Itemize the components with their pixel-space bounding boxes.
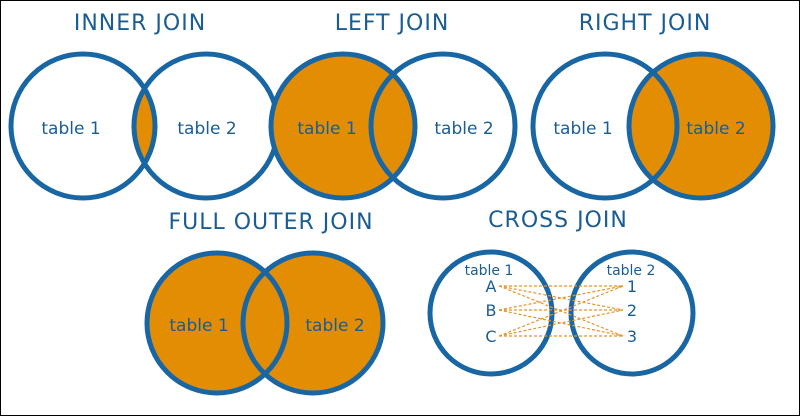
cross-left-row-1: B — [486, 301, 497, 320]
left-table1-label: table 1 — [297, 119, 356, 139]
full-outer-join-title: FULL OUTER JOIN — [168, 210, 374, 235]
right-table1-label: table 1 — [553, 119, 612, 139]
full-table2-label: table 2 — [305, 316, 364, 336]
cross-right-row-1: 2 — [627, 301, 637, 320]
full-left-outline — [144, 250, 290, 396]
left-join-venn: table 1 table 2 — [268, 51, 518, 201]
inner-table2-label: table 2 — [177, 119, 236, 139]
inner-join-venn: table 1 table 2 — [8, 51, 281, 201]
cross-right-row-2: 3 — [627, 327, 637, 346]
left-left-outline — [268, 51, 418, 201]
cross-line-2-0 — [498, 285, 624, 337]
inner-join-title: INNER JOIN — [73, 11, 207, 36]
cross-line-0-1 — [498, 285, 624, 311]
cross-left-row-2: C — [485, 327, 496, 346]
right-right-outline — [626, 51, 776, 201]
cross-row-labels: ABC 1 2 3 — [485, 277, 637, 346]
cross-left-row-0: A — [486, 277, 497, 296]
left-right-outline — [368, 51, 518, 201]
inner-left-outline — [8, 51, 158, 201]
cross-line-2-1 — [498, 309, 624, 337]
cross-join-diagram: table 1 table 2 ABC 1 2 3 — [427, 249, 696, 377]
right-join-title: RIGHT JOIN — [578, 11, 712, 36]
inner-left-circle — [11, 54, 155, 198]
cross-line-1-0 — [498, 285, 624, 311]
inner-table1-label: table 1 — [41, 119, 100, 139]
full-table1-label: table 1 — [169, 316, 228, 336]
cross-line-1-2 — [498, 309, 624, 337]
left-table2-label: table 2 — [434, 119, 493, 139]
full-outer-join-venn: table 1 table 2 — [144, 250, 386, 396]
cross-pair-lines — [498, 285, 624, 337]
cross-join-title: CROSS JOIN — [488, 208, 628, 233]
right-left-outline — [530, 51, 680, 201]
right-join-venn: table 1 table 2 — [530, 51, 776, 201]
right-table2-label: table 2 — [686, 119, 745, 139]
cross-table2-label: table 2 — [607, 263, 656, 279]
full-right-outline — [240, 250, 386, 396]
cross-right-circle — [568, 249, 696, 377]
left-join-title: LEFT JOIN — [334, 11, 450, 36]
cross-right-row-0: 1 — [627, 277, 637, 296]
inner-right-circle — [134, 54, 278, 198]
cross-table1-label: table 1 — [465, 263, 514, 279]
cross-left-circle — [427, 249, 555, 377]
